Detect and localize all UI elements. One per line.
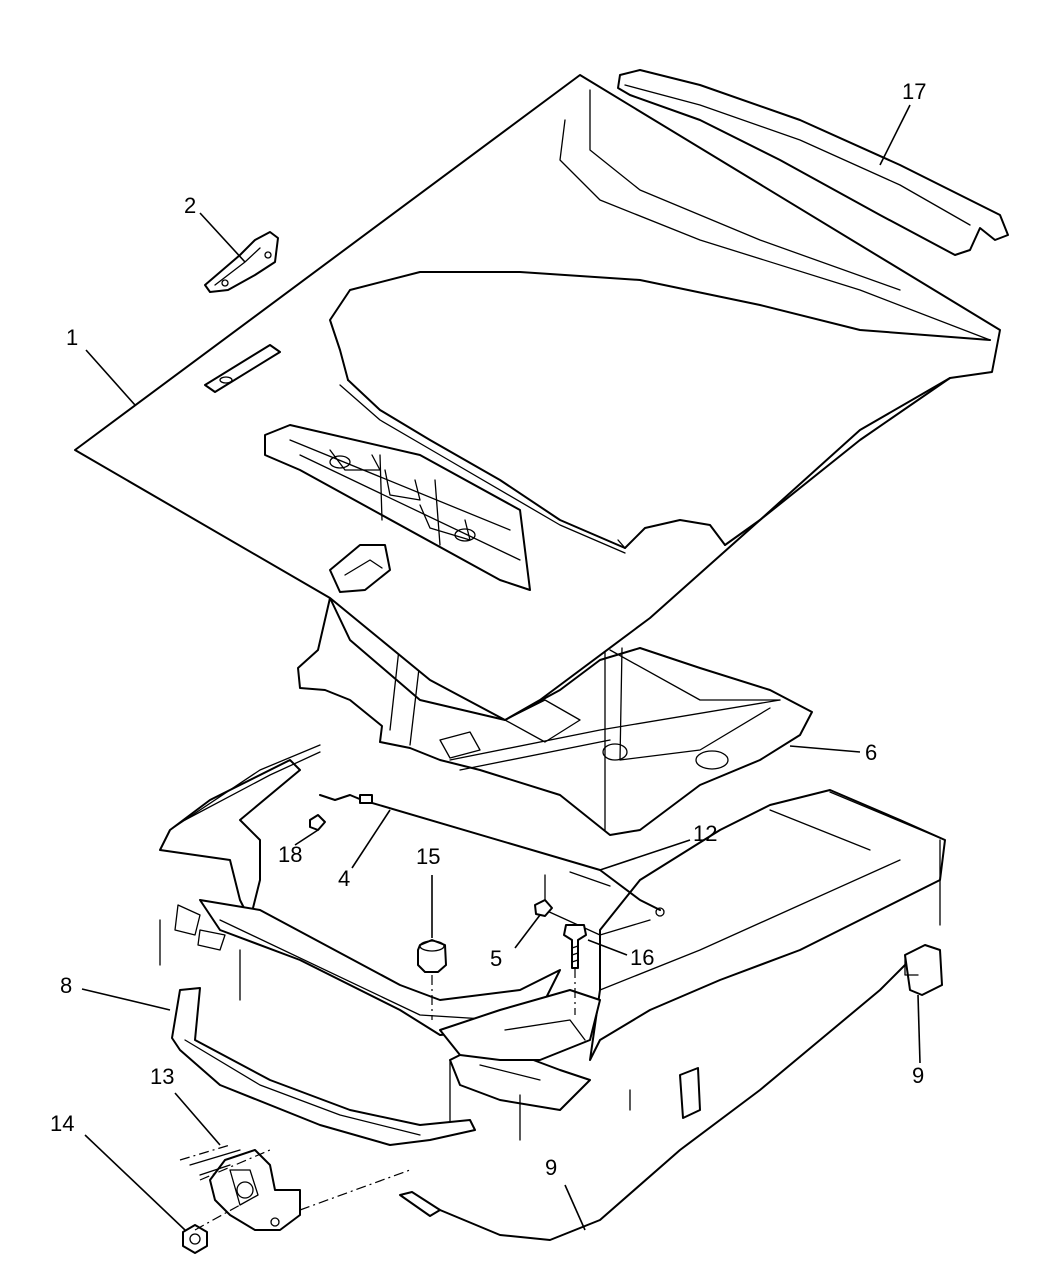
callout-15: 15 [416, 844, 440, 869]
air-deflector [171, 987, 476, 1146]
hood-bumper [417, 939, 447, 973]
hood-latch [189, 1149, 301, 1231]
callout-17: 17 [902, 79, 926, 104]
hood-panel [74, 74, 1001, 721]
alignment-lines [179, 968, 576, 1231]
bumper-screw [563, 924, 587, 969]
callout-18: 18 [278, 842, 302, 867]
hood-hinge [204, 231, 279, 293]
callout-1: 1 [66, 325, 78, 350]
callout-4: 4 [338, 866, 350, 891]
leader-lines [81, 104, 921, 1231]
callout-8: 8 [60, 973, 72, 998]
callout-2: 2 [184, 193, 196, 218]
cable-clip [534, 899, 553, 917]
hood-insulator [297, 597, 813, 836]
callout-13: 13 [150, 1064, 174, 1089]
front-structure [159, 744, 946, 1141]
callout-12: 12 [693, 821, 717, 846]
callout-labels: 1 2 17 6 12 4 18 15 5 16 8 9 13 14 9 [50, 79, 926, 1180]
callout-9-cable: 9 [545, 1155, 557, 1180]
callout-14: 14 [50, 1111, 74, 1136]
release-handle [399, 944, 943, 1241]
callout-9-handle: 9 [912, 1063, 924, 1088]
cowl-seal [617, 69, 1009, 256]
release-cable [319, 794, 665, 936]
retainer-clip [309, 814, 326, 831]
latch-nut [182, 1224, 208, 1254]
callout-5: 5 [490, 946, 502, 971]
callout-6: 6 [865, 740, 877, 765]
callout-16: 16 [630, 945, 654, 970]
